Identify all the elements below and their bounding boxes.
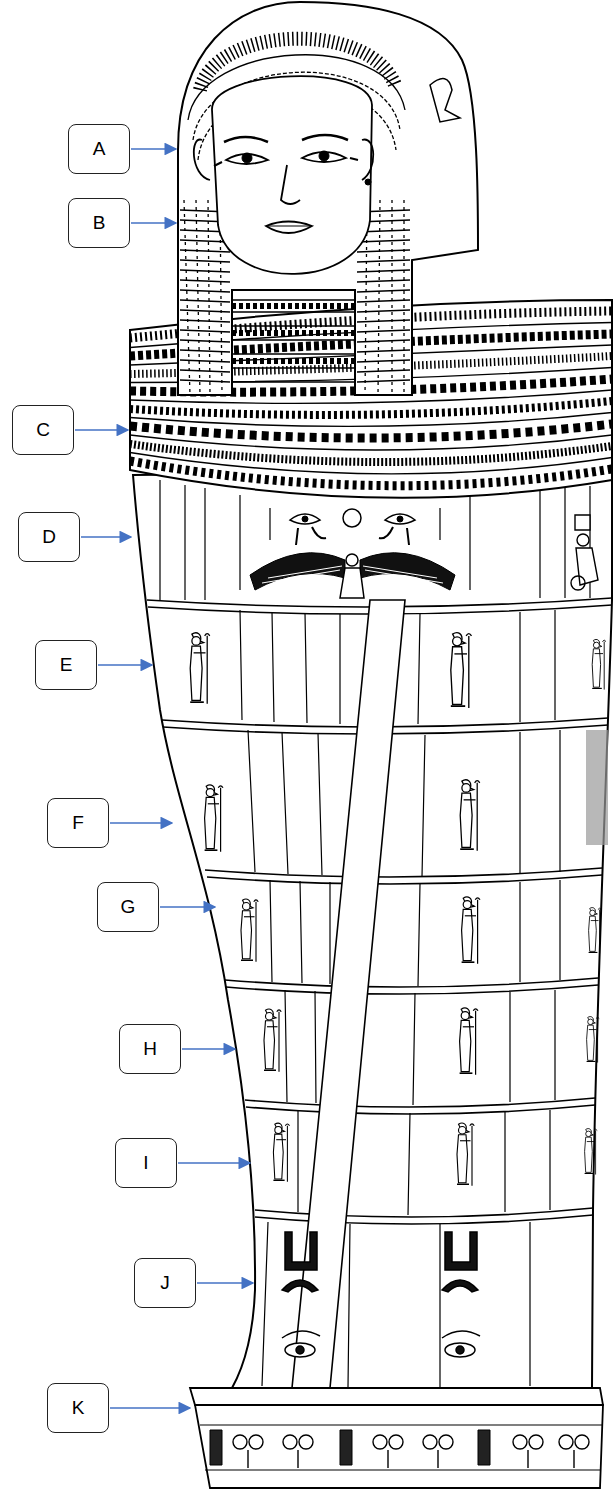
label-box: C	[12, 405, 74, 455]
label-box: G	[97, 882, 159, 932]
label-box: I	[115, 1138, 177, 1188]
part-letter: G	[121, 896, 136, 918]
label-box: A	[68, 124, 130, 174]
label-box: J	[134, 1258, 196, 1308]
part-letter: C	[36, 419, 50, 441]
part-letter: F	[72, 812, 84, 834]
damaged-area	[586, 730, 608, 845]
foot-symbols	[282, 1232, 480, 1357]
part-letter: E	[60, 654, 73, 676]
deity-figures	[190, 633, 606, 1186]
headdress	[178, 2, 478, 395]
part-letter: H	[143, 1038, 157, 1060]
leader-arrows	[75, 149, 253, 1408]
label-box: B	[68, 198, 130, 248]
part-letter: I	[143, 1152, 148, 1174]
coffin-base	[190, 1388, 603, 1488]
coffin-body	[133, 470, 612, 1388]
part-letter: K	[72, 1397, 85, 1419]
face	[194, 76, 373, 274]
label-box: F	[47, 798, 109, 848]
part-letter: B	[93, 212, 106, 234]
column-lines	[160, 480, 590, 1387]
label-box: D	[18, 512, 80, 562]
label-box: E	[35, 640, 97, 690]
part-letter: J	[160, 1272, 170, 1294]
part-letter: A	[93, 138, 106, 160]
label-box: K	[47, 1383, 109, 1433]
winged-goddess	[240, 495, 598, 598]
label-box: H	[119, 1024, 181, 1074]
part-letter: D	[42, 526, 56, 548]
